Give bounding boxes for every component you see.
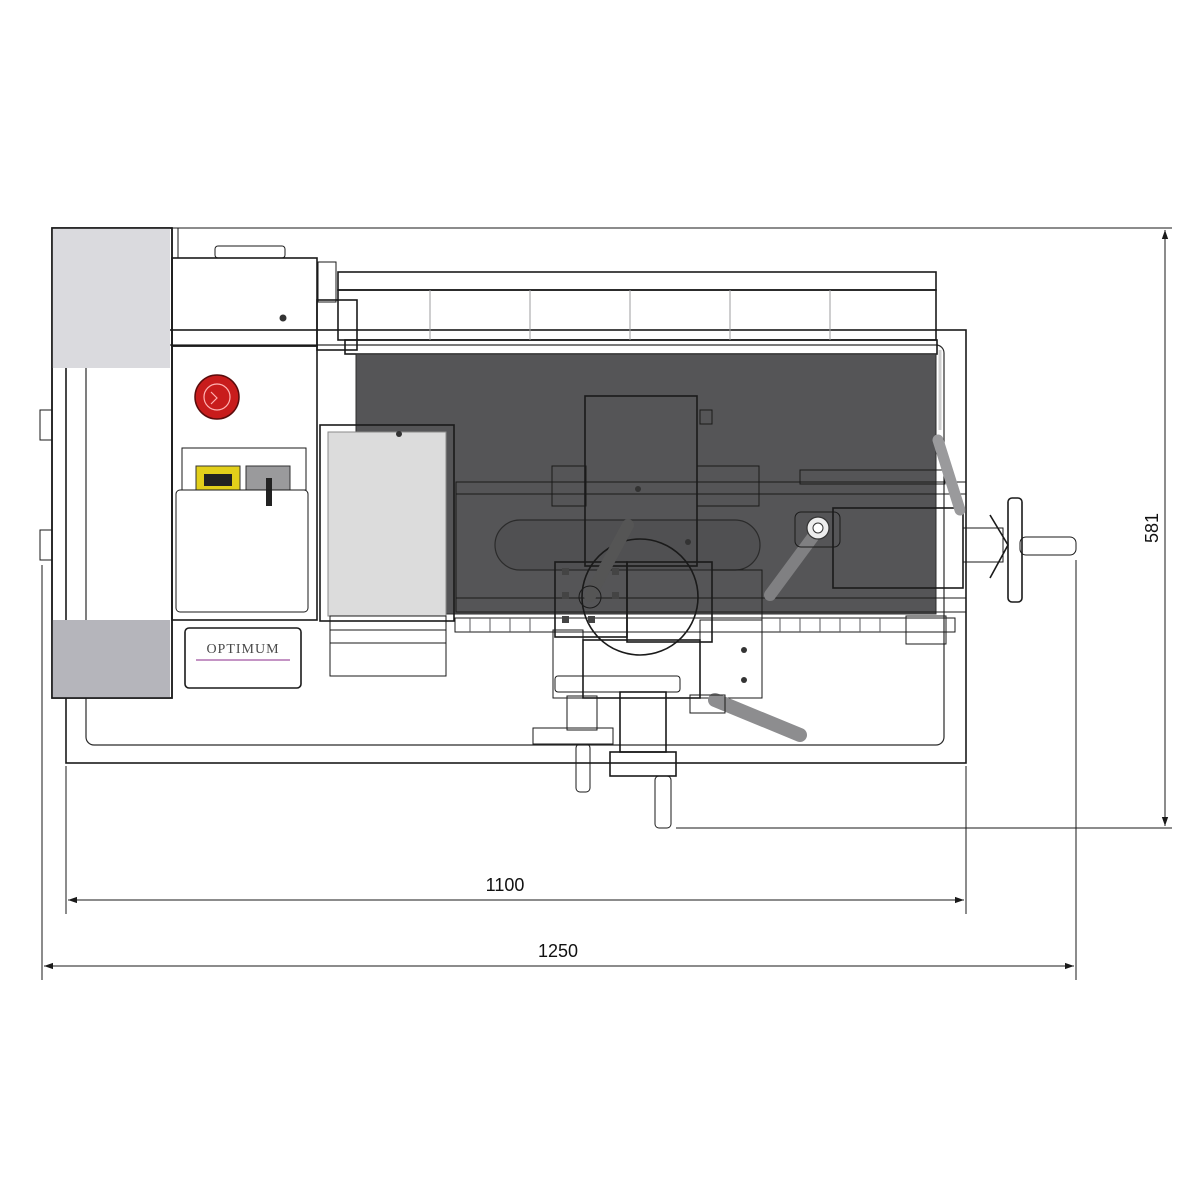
tailstock (794, 434, 1077, 603)
chuck-guard (319, 424, 455, 677)
emergency-stop-button[interactable] (194, 374, 240, 420)
inner-width-dimension-label: 1100 (486, 875, 525, 895)
height-dimension-label: 581 (1142, 513, 1162, 543)
dimension-annotations: 581 1100 1250 (41, 227, 1172, 980)
overall-width-dimension-label: 1250 (538, 941, 578, 961)
brand-logo: OPTIMUM (206, 642, 279, 657)
headstock: OPTIMUM (39, 227, 358, 699)
carriage (532, 395, 824, 829)
tailstock-handwheel[interactable] (989, 497, 1077, 603)
